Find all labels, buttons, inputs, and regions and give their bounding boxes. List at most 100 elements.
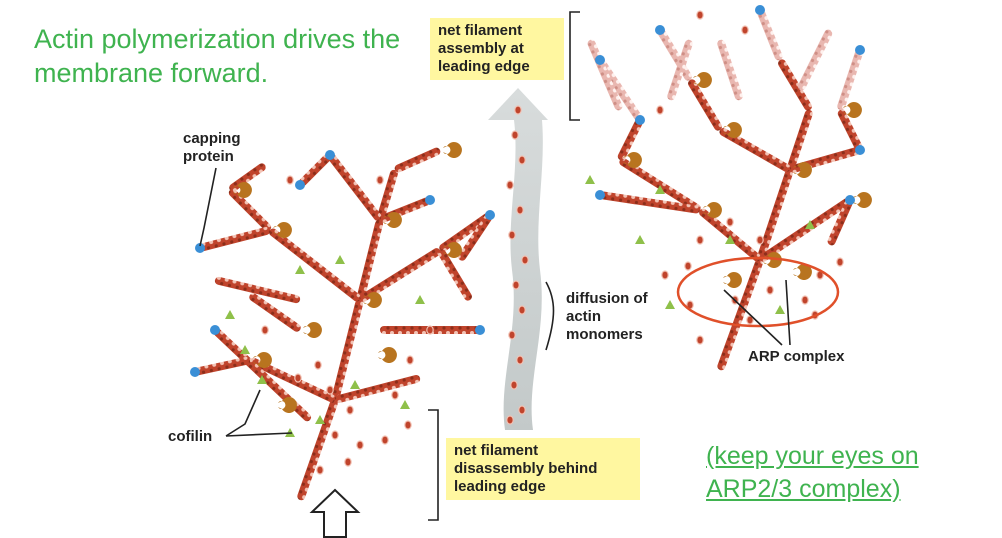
actin-monomer [518,155,526,165]
actin-filament [199,226,271,252]
arp-complex [793,162,812,178]
actin-monomer [518,405,526,415]
capping-leader [199,167,217,247]
cofilin [805,220,815,229]
diffusion-label: diffusion of actin monomers [566,290,648,343]
cofilin [240,345,250,354]
actin-filament [356,219,384,301]
arp-complex [278,397,297,413]
actin-monomer [696,335,704,345]
actin-filament-old [667,39,693,101]
cofilin [585,175,595,184]
cofilin [335,255,345,264]
arp-complex [233,181,252,198]
actin-monomer [696,235,704,245]
cofilin [665,300,675,309]
cofilin-leader-2 [225,432,293,437]
actin-filament [334,375,421,403]
capping-protein [595,190,605,200]
arp-complex [723,272,742,288]
actin-monomer [391,390,399,400]
actin-filament [717,259,763,371]
capping-protein [855,145,865,155]
actin-monomer [756,235,764,245]
actin-filament [359,248,441,302]
actin-monomer [741,25,749,35]
cofilin [775,305,785,314]
diffusion-leader [545,281,555,351]
actin-filament [439,213,491,252]
actin-monomer [316,465,324,475]
actin-monomer [511,130,519,140]
arp-complex [703,201,722,218]
cofilin [400,400,410,409]
actin-monomer [696,10,704,20]
capping-protein [425,195,435,205]
actin-monomer [508,230,516,240]
capping-protein [635,115,645,125]
actin-monomer [766,285,774,295]
actin-filament [269,228,361,302]
actin-filament [328,154,382,221]
actin-filament [438,249,472,301]
capping-protein-label: capping protein [183,130,241,165]
actin-filament [759,198,851,262]
assembly-label: net filament assembly at leading edge [430,18,564,80]
capping-protein [595,55,605,65]
actin-monomer [514,105,522,115]
actin-filament [377,169,398,221]
actin-monomer [518,305,526,315]
actin-filament [719,127,791,173]
actin-filament [458,214,492,261]
actin-monomer [521,255,529,265]
actin-filament [599,191,701,214]
actin-filament [298,153,332,187]
cofilin [725,235,735,244]
actin-filament [228,188,272,232]
actin-filament-old [717,39,743,101]
arp-complex [843,101,862,119]
arp-complex [763,251,782,268]
actin-monomer [506,180,514,190]
actin-filament [827,199,853,246]
cofilin [315,415,325,424]
actin-filament-old [797,29,833,91]
disassembly-label: net filament disassembly behind leading … [446,438,640,500]
actin-monomer [344,457,352,467]
cofilin [655,185,665,194]
actin-monomer [516,205,524,215]
actin-monomer [516,355,524,365]
actin-monomer [314,360,322,370]
arp-complex [443,242,462,258]
actin-monomer [261,325,269,335]
actin-monomer [326,385,334,395]
actin-filament [331,299,364,401]
note-link[interactable]: (keep your eyes on ARP2/3 complex) [706,442,919,503]
cofilin-label: cofilin [168,428,213,445]
cofilin [295,265,305,274]
arp-complex [793,263,812,280]
cofilin-leader-1 [225,389,261,437]
arp-highlight-circle [676,256,840,328]
actin-monomer [406,355,414,365]
cofilin [350,380,360,389]
actin-filament [778,59,812,111]
actin-filament [837,109,863,151]
actin-monomer [508,330,516,340]
actin-monomer [510,380,518,390]
cofilin [225,310,235,319]
actin-monomer [506,415,514,425]
actin-monomer [404,420,412,430]
actin-monomer [684,261,692,271]
actin-filament-old [757,9,783,61]
actin-monomer [836,257,844,267]
actin-filament-old [837,49,863,111]
arp-leader-2 [785,279,791,346]
cofilin [635,235,645,244]
actin-filament [249,293,301,332]
actin-filament [194,356,251,376]
assembly-bracket [569,11,580,121]
direction-arrow [309,488,361,538]
diffusion-arrow [488,88,548,430]
actin-filament-old [587,39,623,111]
